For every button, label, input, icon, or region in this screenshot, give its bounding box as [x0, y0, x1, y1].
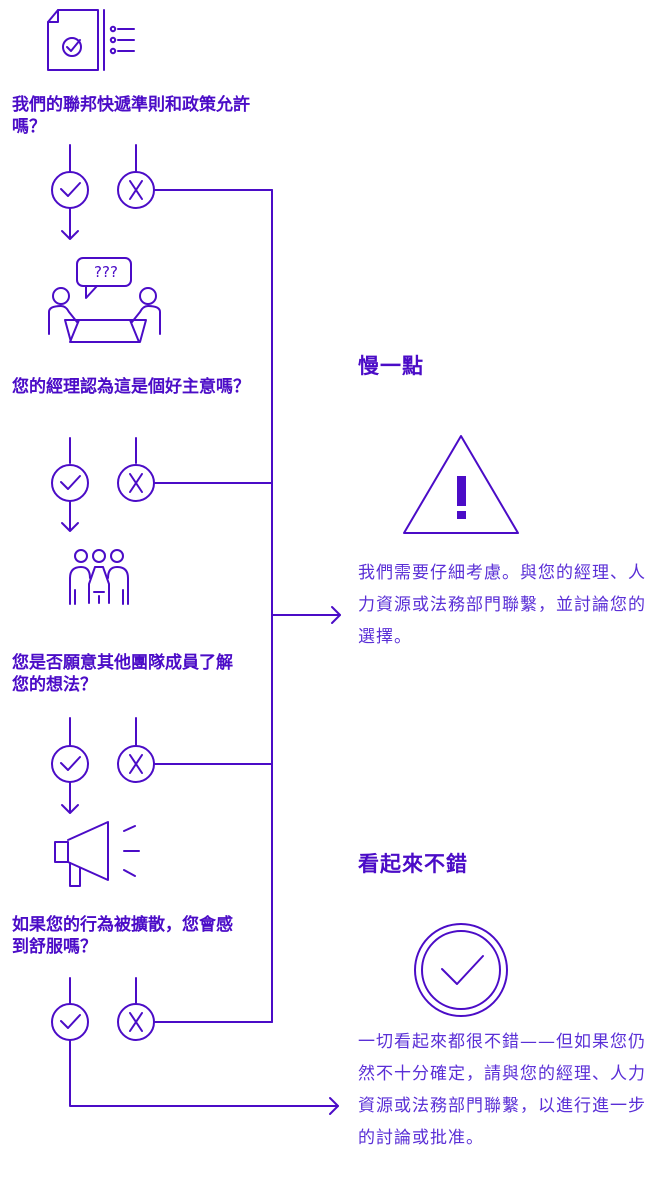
yes-check-icon — [51, 745, 89, 783]
question-policy: 我們的聯邦快遞準則和政策允許嗎？ — [12, 95, 250, 137]
question-manager: 您的經理認為這是個好主意嗎？ — [12, 377, 250, 397]
yes-check-icon — [51, 464, 89, 502]
no-x-icon — [117, 171, 155, 209]
meeting-icon — [48, 257, 161, 343]
yes-check-icon — [51, 1003, 89, 1041]
no-x-icon — [117, 1003, 155, 1041]
megaphone-icon — [54, 821, 140, 887]
slow-down-text: 我們需要仔細考慮。與您的經理、人力資源或法務部門聯繫，並討論您的選擇。 — [358, 563, 646, 647]
checklist-document-icon — [47, 9, 135, 71]
arrow-right-icon — [271, 606, 341, 624]
slow-down-heading: 慢一點 — [358, 354, 424, 378]
arrow-right-icon — [69, 1039, 339, 1115]
check-circle-icon — [414, 923, 508, 1017]
team-icon — [69, 549, 129, 605]
yes-check-icon — [51, 171, 89, 209]
question-public: 如果您的行為被擴散，您會感到舒服嗎？ — [12, 915, 233, 957]
question-team: 您是否願意其他團隊成員了解您的想法？ — [12, 653, 233, 695]
arrow-down-icon — [61, 781, 79, 814]
no-x-icon — [117, 745, 155, 783]
arrow-down-icon — [61, 500, 79, 532]
warning-triangle-icon — [403, 435, 519, 534]
no-x-icon — [117, 464, 155, 502]
question-bubble-text: ??? — [94, 263, 118, 281]
looks-good-heading: 看起來不錯 — [358, 852, 468, 876]
looks-good-text: 一切看起來都很不錯——但如果您仍然不十分確定，請與您的經理、人力資源或法務部門聯… — [358, 1032, 646, 1148]
arrow-down-icon — [61, 207, 79, 240]
